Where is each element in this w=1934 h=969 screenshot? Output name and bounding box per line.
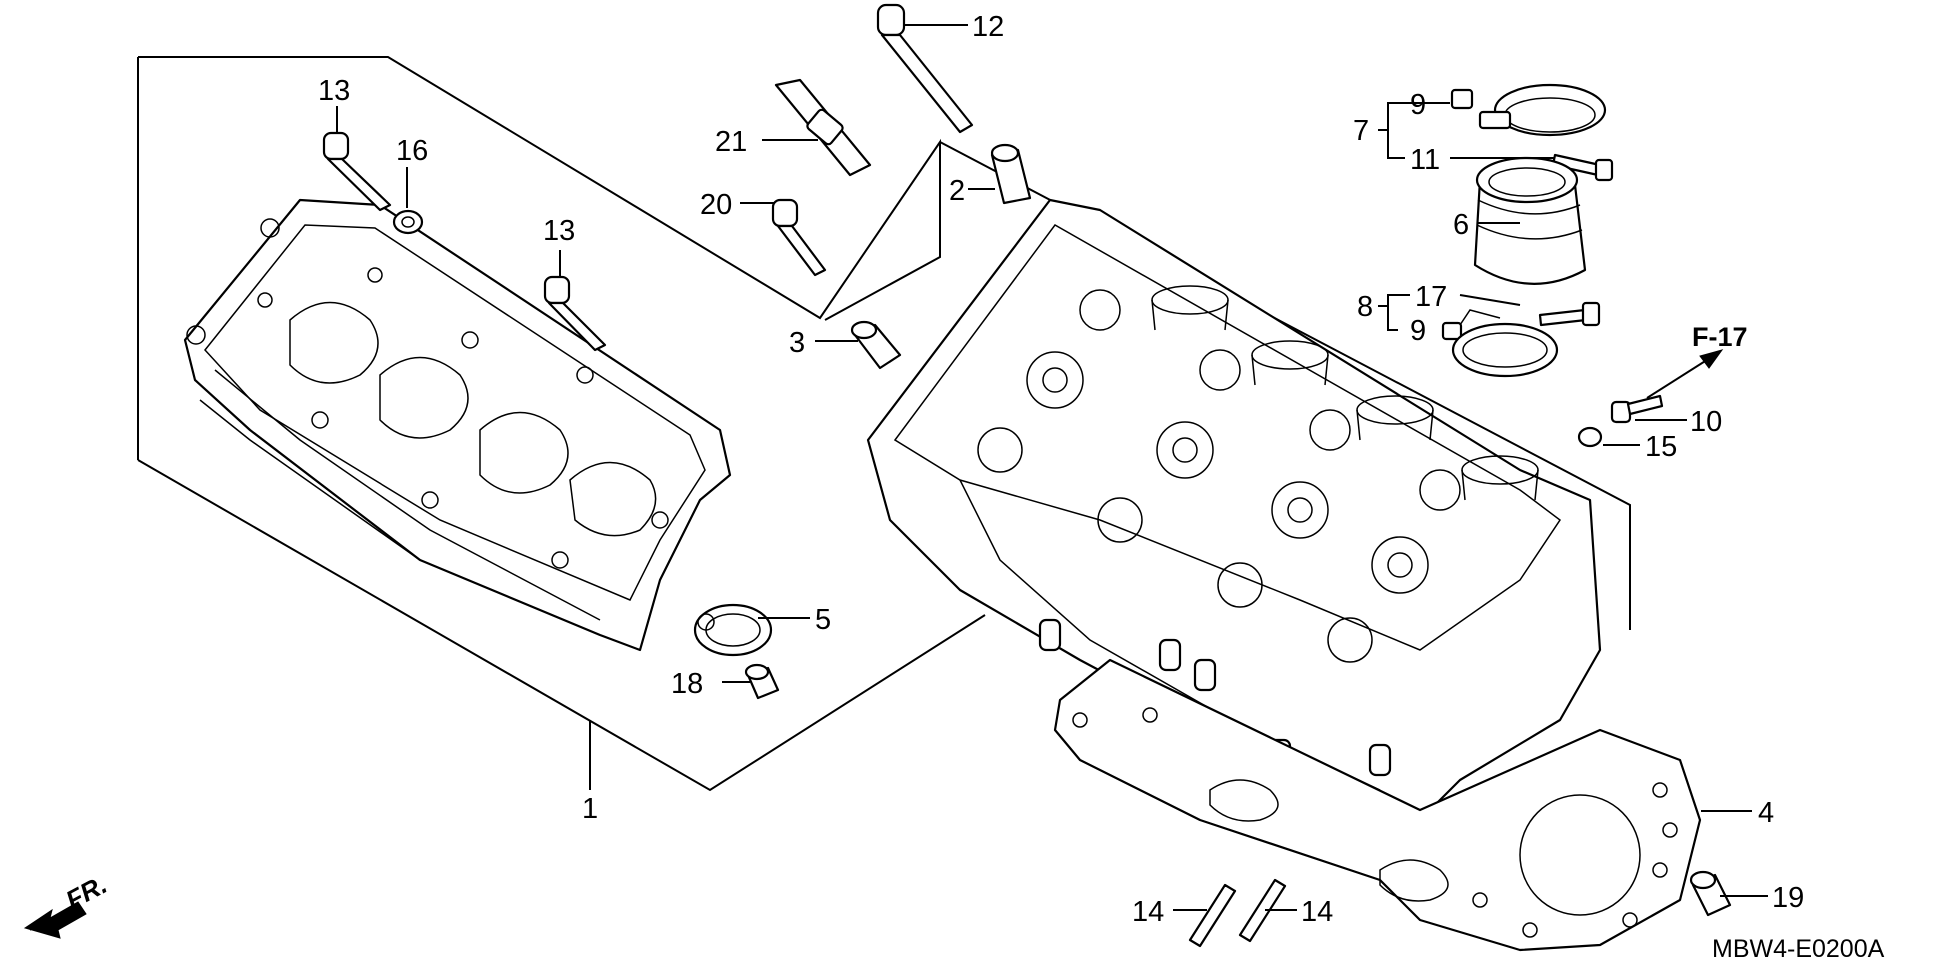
callout-7: 7	[1353, 115, 1369, 147]
callout-20: 20	[700, 189, 732, 221]
bolt-10	[1610, 394, 1664, 424]
f17-arrow	[1699, 349, 1724, 369]
diagram-code: MBW4-E0200A	[1712, 935, 1885, 963]
callout-9-lower: 9	[1410, 315, 1426, 347]
clamp-7	[1478, 83, 1607, 137]
stud-14-left	[1188, 883, 1237, 948]
washer-15	[1577, 426, 1603, 448]
o-ring-5	[693, 603, 773, 657]
collar-18	[744, 663, 780, 700]
callout-11: 11	[1410, 144, 1440, 176]
bolt-13-upper	[322, 131, 392, 212]
stud-14-right	[1238, 878, 1287, 943]
dowel-2	[990, 143, 1032, 205]
leader-lines	[336, 24, 1768, 911]
callout-15: 15	[1645, 431, 1677, 463]
callout-14-left: 14	[1132, 896, 1164, 928]
callout-14-right: 14	[1301, 896, 1333, 928]
callout-19: 19	[1772, 882, 1804, 914]
spark-plug-21	[774, 78, 872, 177]
callout-4: 4	[1758, 797, 1774, 829]
front-arrow-icon	[23, 901, 87, 939]
callout-13-lower: 13	[543, 215, 575, 247]
washer-16	[392, 209, 424, 235]
bolt-12	[876, 3, 974, 134]
bolt-20	[771, 198, 827, 277]
callout-10: 10	[1690, 406, 1722, 438]
head-cover-boundary	[137, 56, 986, 792]
screw-17	[1538, 301, 1601, 327]
reference-f17: F-17	[1692, 322, 1748, 352]
callout-labels: 12 21 20 13 16 13 2 3 5 18 1 9 7 11 6 17…	[61, 11, 1885, 963]
callout-1: 1	[582, 793, 598, 825]
nut-9-upper	[1450, 88, 1474, 110]
callout-9-upper: 9	[1410, 89, 1426, 121]
callout-17: 17	[1415, 281, 1447, 313]
callout-2: 2	[949, 175, 965, 207]
nut-9-lower	[1441, 321, 1463, 341]
callout-5: 5	[815, 604, 831, 636]
callout-8: 8	[1357, 291, 1373, 323]
dowel-3	[850, 320, 902, 370]
callout-6: 6	[1453, 209, 1469, 241]
insulator-6	[1473, 156, 1587, 285]
head-gasket	[1053, 658, 1702, 952]
callout-12: 12	[972, 11, 1004, 43]
clamp-8	[1451, 309, 1559, 378]
callout-21: 21	[715, 126, 747, 158]
callout-3: 3	[789, 327, 805, 359]
callout-13-upper: 13	[318, 75, 350, 107]
callout-18: 18	[671, 668, 703, 700]
callout-16: 16	[396, 135, 428, 167]
cylinder-head-cover	[183, 198, 732, 652]
bolt-13-lower	[543, 275, 607, 352]
dowel-19	[1689, 870, 1732, 917]
